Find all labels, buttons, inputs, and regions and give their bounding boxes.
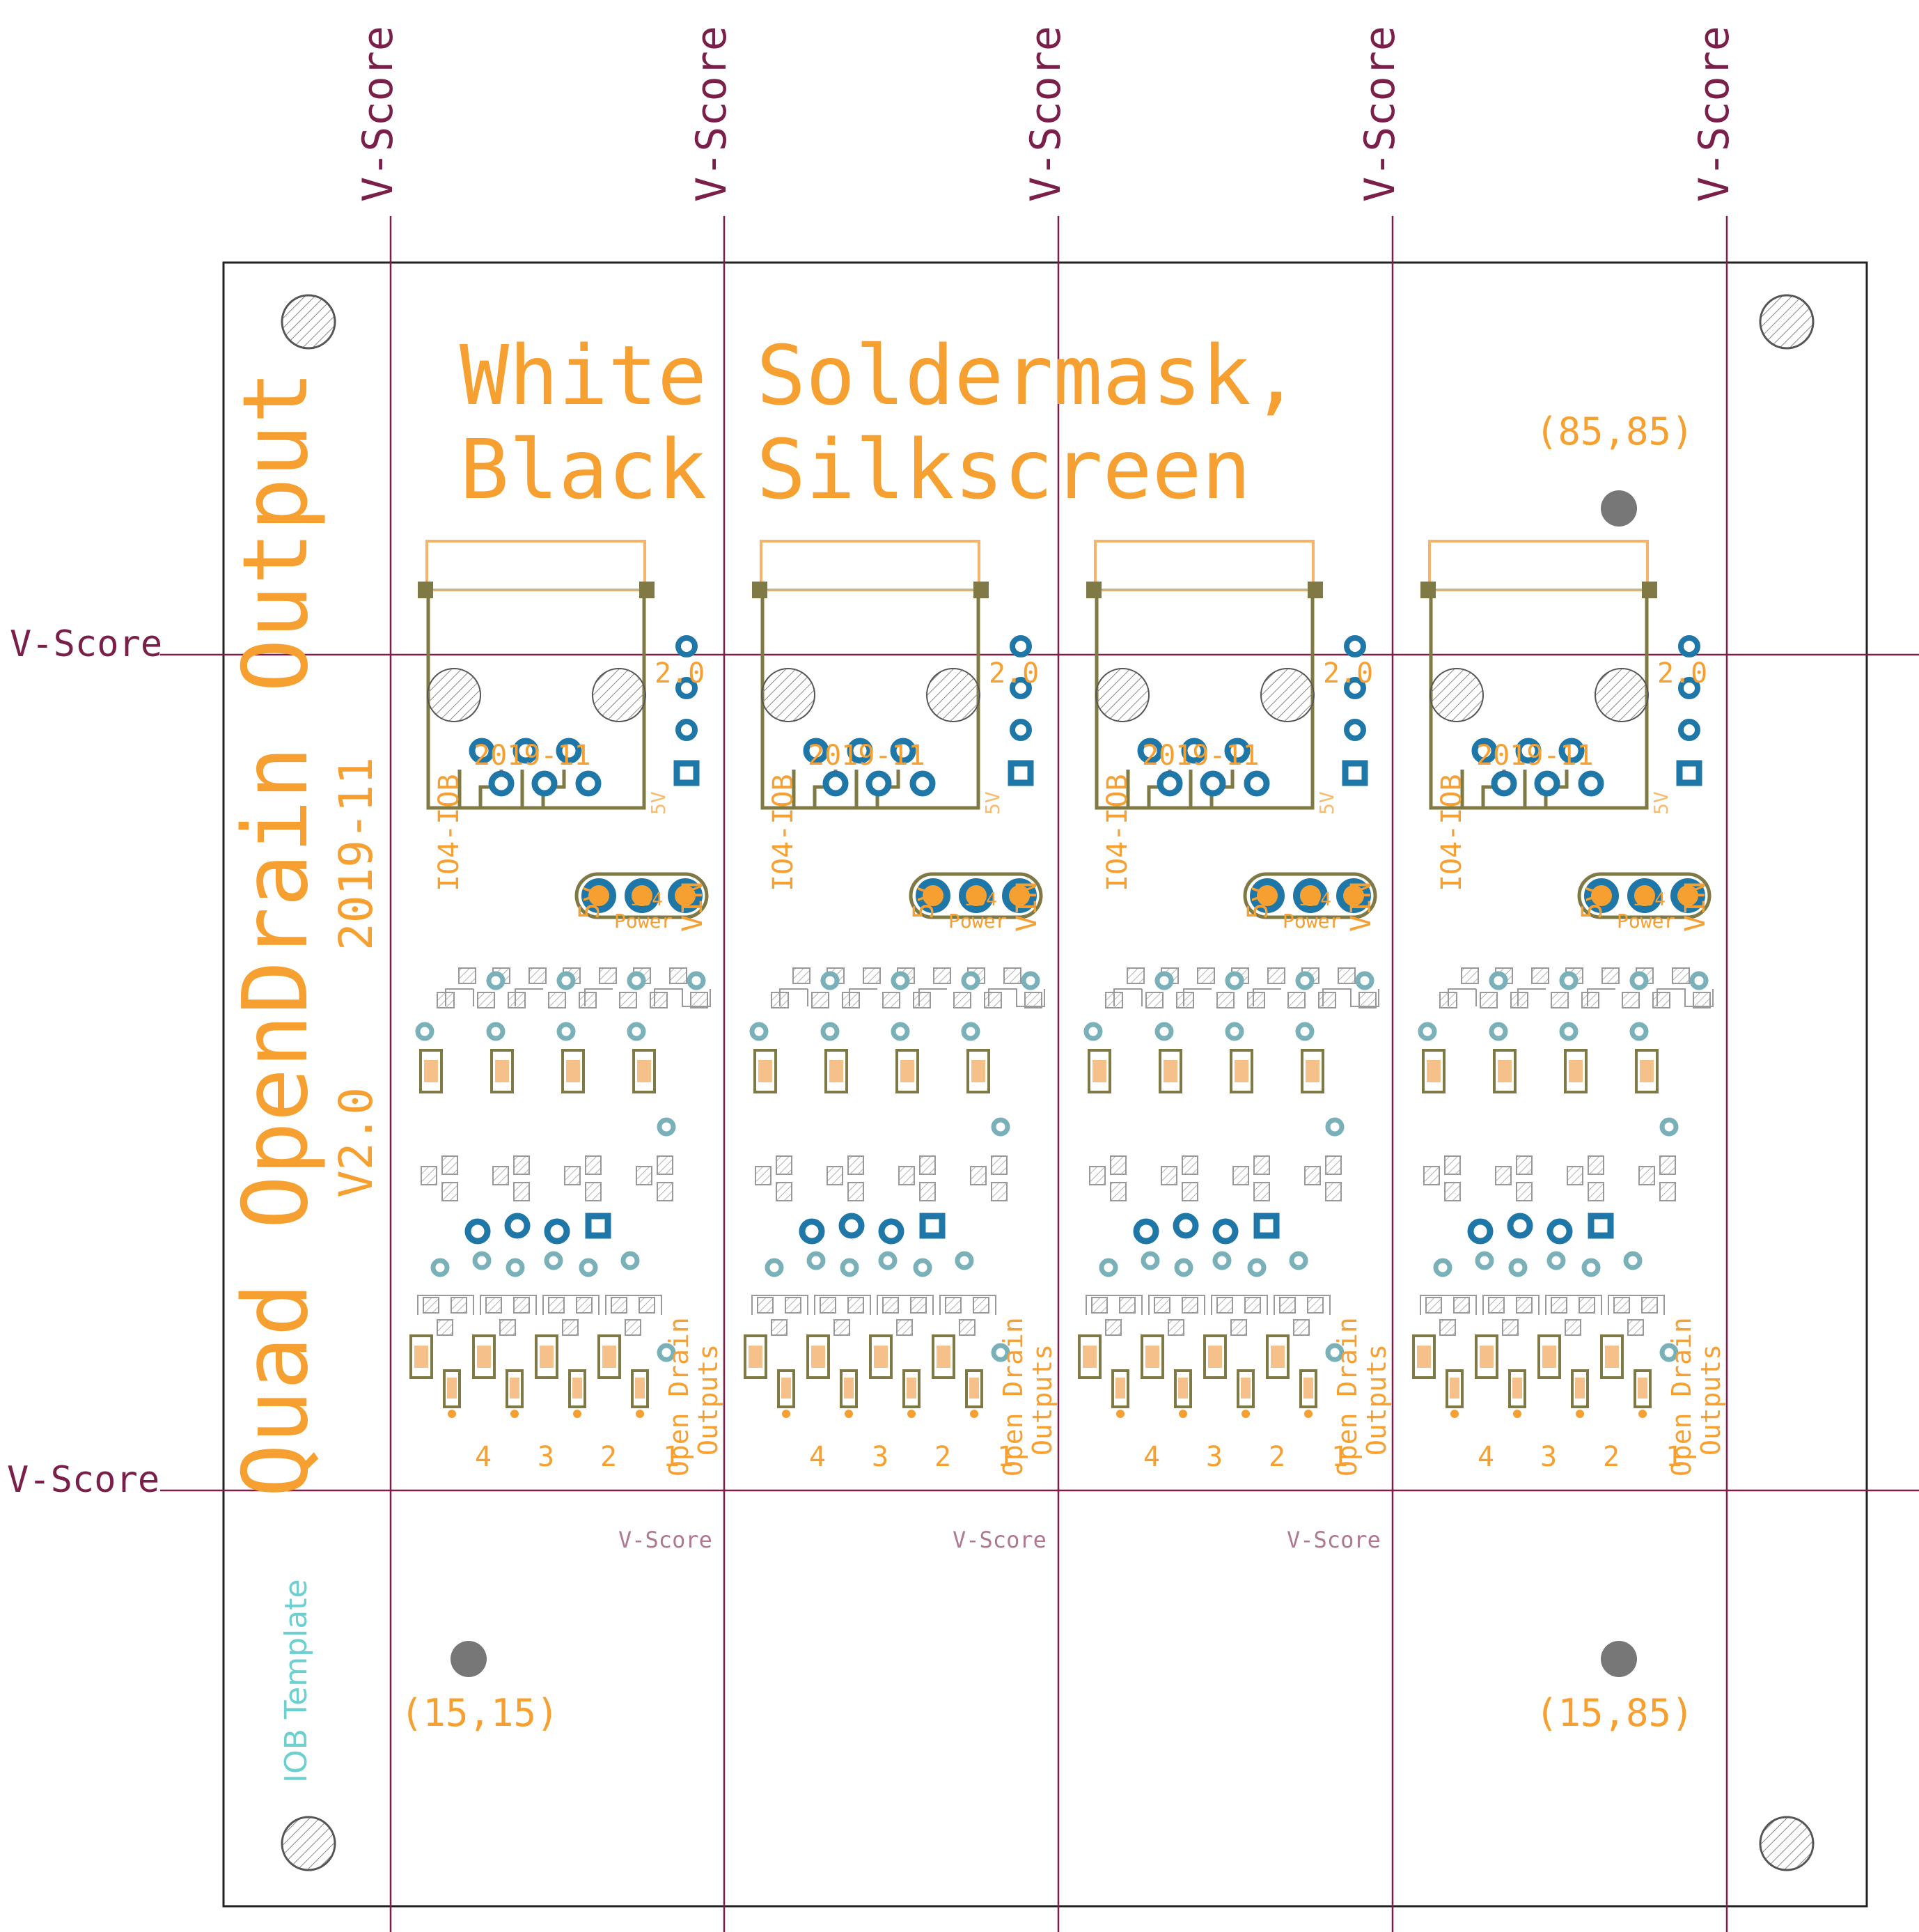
module-channel-4: 4 [1478,1441,1494,1473]
module-pin-5v: 5V [981,791,1004,815]
module-outputs-line2: Outputs [1027,1344,1058,1456]
vscore-label-top-5: V-Score [1690,26,1739,202]
vscore-label-left-2: V-Score [7,1459,159,1501]
vscore-lines [160,216,1919,1932]
module-power-vin: VIN [1011,882,1043,932]
module-date: 2019-11 [473,740,591,772]
module-power-io4: IO4 [1633,889,1666,910]
module-outputs-line1: Open Drain [998,1317,1028,1477]
panel-outline [222,261,1868,1908]
module-part: IO4-IOB [1102,774,1134,891]
vscore-label-top-2: V-Score [687,26,736,202]
fiducial-label-bottom-right: (15,85) [1535,1691,1694,1735]
module-channel-2: 2 [600,1441,617,1473]
vscore-label-top-1: V-Score [354,26,402,202]
vscore-label-top-3: V-Score [1021,26,1070,202]
template-label: IOB Template [279,1579,314,1783]
module-pin-5v: 5V [647,791,670,815]
mounting-holes [281,294,1815,1871]
module-channel-2: 2 [1603,1441,1620,1473]
module-power-io4: IO4 [630,889,663,910]
module-date: 2019-11 [1142,740,1260,772]
module-power-5v: 5v [1242,886,1274,919]
module-2: 2.0 2019-11 IO4-IOB 5V 5v IO4 Power VIN … [745,541,1058,1477]
module-version: 2.0 [989,657,1039,690]
module-power-io4: IO4 [964,889,997,910]
module-channel-4: 4 [475,1441,492,1473]
fiducial-label-top-right: (85,85) [1535,410,1694,453]
vscore-label-small-2: V-Score [953,1527,1047,1553]
module-channel-1: 1 [1331,1441,1348,1473]
module-part: IO4-IOB [767,774,799,891]
module-power-vin: VIN [1679,882,1712,932]
module-power-5v: 5v [1576,886,1608,919]
module-channel-3: 3 [538,1441,554,1473]
module-part: IO4-IOB [1436,774,1468,891]
panel-title-line2: Black Silkscreen [460,421,1251,517]
side-date: 2019-11 [329,757,383,951]
module-power-label: Power [1283,910,1341,933]
module-channel-3: 3 [1206,1441,1223,1473]
module-outputs-line2: Outputs [693,1344,723,1456]
module-power-vin: VIN [677,882,709,932]
vscore-label-top-4: V-Score [1356,26,1404,202]
module-part: IO4-IOB [433,774,465,891]
module-power-vin: VIN [1345,882,1377,932]
module-version: 2.0 [1323,657,1373,690]
module-channel-1: 1 [663,1441,680,1473]
fiducial-label-bottom-left: (15,15) [400,1691,559,1735]
module-channel-2: 2 [1269,1441,1285,1473]
module-power-label: Power [1617,910,1675,933]
side-version: V2.0 [329,1087,383,1198]
vscore-label-left-1: V-Score [10,623,162,665]
module-channel-4: 4 [1143,1441,1160,1473]
module-power-5v: 5v [574,886,606,919]
module-channel-3: 3 [872,1441,888,1473]
module-outputs-line1: Open Drain [664,1317,694,1477]
module-3: 2.0 2019-11 IO4-IOB 5V 5v IO4 Power VIN … [1079,541,1392,1477]
module-outputs-line2: Outputs [1695,1344,1726,1456]
module-power-label: Power [614,910,673,933]
module-outputs-line1: Open Drain [1666,1317,1697,1477]
module-channel-1: 1 [997,1441,1014,1473]
module-channel-1: 1 [1666,1441,1682,1473]
module-pin-5v: 5V [1315,791,1338,815]
module-power-5v: 5v [908,886,940,919]
module-4: 2.0 2019-11 IO4-IOB 5V 5v IO4 Power VIN … [1413,541,1726,1477]
vscore-label-small-1: V-Score [618,1527,712,1553]
side-title: Quad OpenDrain Output [224,371,328,1497]
module-channel-2: 2 [934,1441,951,1473]
module-version: 2.0 [1657,657,1707,690]
module-power-label: Power [948,910,1007,933]
module-pin-5v: 5V [1650,791,1673,815]
module-1: 2.0 2019-11 IO4-IOB 5V 5v IO4 Power VIN … [411,541,723,1477]
fiducials [451,490,1637,1677]
module-power-io4: IO4 [1299,889,1331,910]
module-date: 2019-11 [1476,740,1594,772]
vscore-label-small-3: V-Score [1287,1527,1381,1553]
module-channel-4: 4 [809,1441,826,1473]
module-date: 2019-11 [808,740,925,772]
module-outputs-line2: Outputs [1361,1344,1392,1456]
module-channel-3: 3 [1540,1441,1557,1473]
module-outputs-line1: Open Drain [1332,1317,1363,1477]
module-version: 2.0 [655,657,705,690]
panel-title-line1: White Soldermask, [460,327,1301,423]
